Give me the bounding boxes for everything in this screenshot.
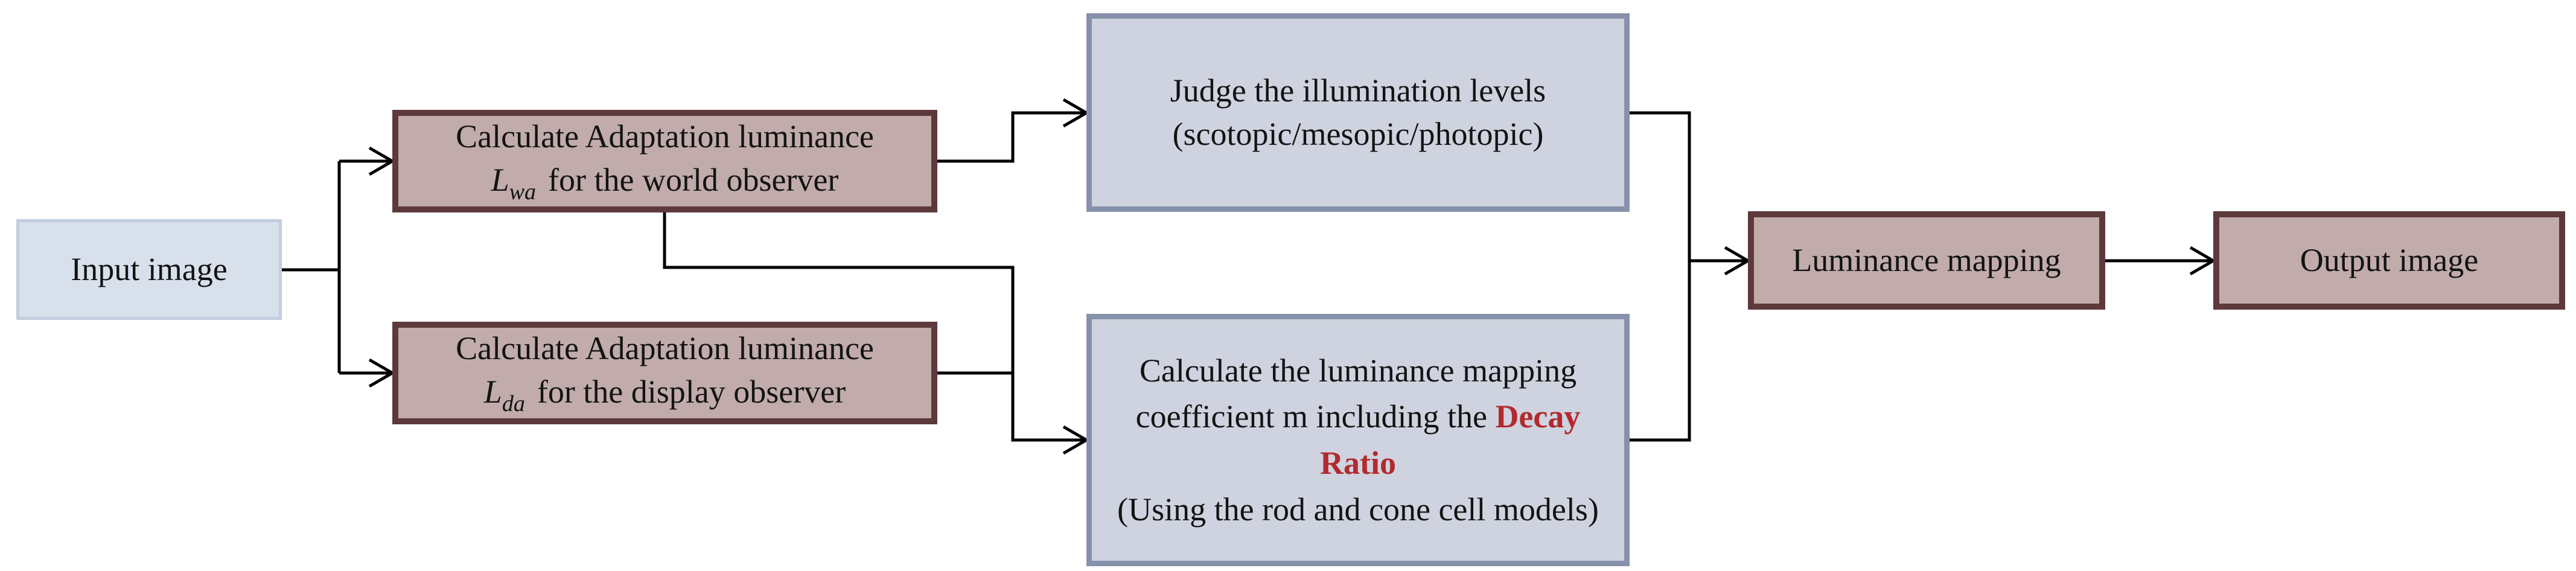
arrowhead-judge <box>1062 98 1089 128</box>
display-subscript: da <box>502 391 525 416</box>
line-world-to-judge <box>937 111 1086 163</box>
display-line1: Calculate Adaptation luminance <box>456 330 874 367</box>
display-rest: for the display observer <box>537 373 846 410</box>
arrowhead-out <box>2189 246 2216 276</box>
node-adaptation-luminance-world: Calculate Adaptation luminance Lwa for th… <box>392 110 937 212</box>
world-rest: for the world observer <box>548 161 839 198</box>
decay-paragraph: Calculate the luminance mapping coeffici… <box>1092 348 1624 486</box>
node-output-image: Output image <box>2213 211 2565 310</box>
line-merge-right <box>1630 111 1691 442</box>
judge-line1: Judge the illumination levels <box>1170 72 1546 109</box>
node-input-image: Input image <box>16 219 282 320</box>
node-judge-illumination: Judge the illumination levels (scotopic/… <box>1086 13 1630 212</box>
arrowhead-lum <box>1724 246 1751 276</box>
judge-line2: (scotopic/mesopic/photopic) <box>1172 115 1544 152</box>
arrowhead-decay <box>1062 425 1089 455</box>
decay-highlight: Decay Ratio <box>1320 398 1581 481</box>
world-line1: Calculate Adaptation luminance <box>456 118 874 155</box>
world-subscript: wa <box>509 179 537 205</box>
arrowhead-world <box>368 146 395 176</box>
node-input-image-label: Input image <box>71 250 228 287</box>
arrowhead-display <box>368 358 395 388</box>
display-symbol: L <box>483 373 502 410</box>
node-luminance-mapping: Luminance mapping <box>1748 211 2105 310</box>
decay-paren: (Using the rod and cone cell models) <box>1117 491 1599 528</box>
node-adaptation-luminance-display: Calculate Adaptation luminance Lda for th… <box>392 322 937 424</box>
world-symbol: L <box>491 161 509 198</box>
world-line2: Lwa for the world observer <box>491 159 839 207</box>
node-luminance-mapping-label: Luminance mapping <box>1792 241 2061 278</box>
decay-prefix: Calculate the luminance mapping coeffici… <box>1135 352 1577 435</box>
display-line2: Lda for the display observer <box>484 371 846 419</box>
node-luminance-coefficient-decay-ratio: Calculate the luminance mapping coeffici… <box>1086 314 1630 566</box>
node-output-image-label: Output image <box>2300 241 2479 278</box>
